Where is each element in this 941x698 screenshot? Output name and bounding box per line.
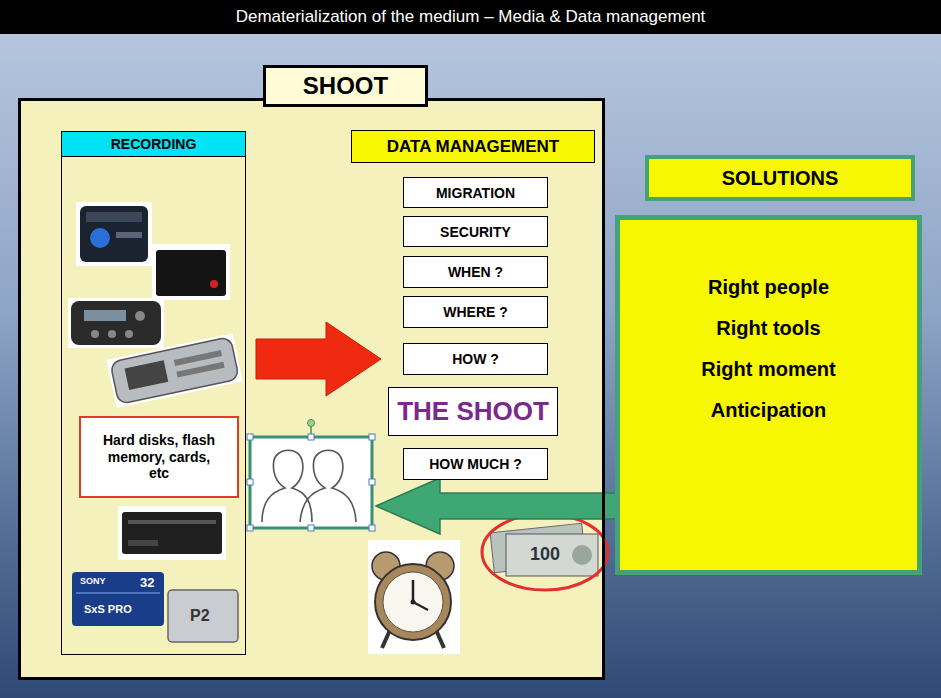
header-text: DATA MANAGEMENT [387, 137, 560, 157]
highlight-ellipse [482, 514, 608, 590]
big-box: THE SHOOT [388, 387, 558, 436]
box-text: WHERE ? [443, 304, 508, 320]
banknote-picture [482, 514, 608, 590]
panel-ground [18, 98, 605, 680]
box-text: HOW ? [452, 351, 499, 367]
card-type-label: P2 [190, 608, 210, 624]
box-box: WHEN ? [403, 256, 548, 288]
big-text: THE SHOOT [397, 396, 549, 427]
solutions-text: SOLUTIONS [722, 167, 839, 190]
header-box: DATA MANAGEMENT [351, 130, 595, 163]
box-text: MIGRATION [436, 185, 515, 201]
people-icon [247, 420, 375, 532]
banknote-value: 100 [530, 545, 560, 563]
box-box: WHERE ? [403, 296, 548, 328]
box-box: HOW ? [403, 343, 548, 375]
portable-recorder-picture [106, 333, 242, 408]
diagram-title: Dematerialization of the medium – Media … [236, 7, 706, 27]
note-text: Hard disks, flash memory, cards, etc [99, 432, 219, 482]
shoot-panel: SHOOTRECORDINGHard disks, flash memory, … [18, 98, 605, 680]
solution-arrow [376, 478, 617, 534]
panel-heading-tab: SHOOT [263, 65, 428, 107]
solution-item: Right tools [620, 317, 917, 340]
capacity-label: 32 [140, 576, 154, 589]
disk-drive-picture [118, 506, 226, 560]
box-text: HOW MUCH ? [429, 456, 522, 472]
drive-picture [152, 244, 230, 300]
solution-item: Right people [620, 276, 917, 299]
solutions-box: SOLUTIONS [645, 155, 915, 201]
memory-card-picture [72, 572, 238, 642]
box-text: SECURITY [440, 224, 511, 240]
brand-label: SONY [80, 577, 106, 586]
recorder-panel-picture [68, 298, 164, 348]
solution-item: Anticipation [620, 399, 917, 422]
note-box: Hard disks, flash memory, cards, etc [79, 416, 239, 498]
flow-arrow [256, 322, 381, 396]
title-bar: Dematerialization of the medium – Media … [0, 0, 941, 34]
solution-item: Right moment [620, 358, 917, 381]
recorder-picture [76, 202, 152, 266]
box-box: SECURITY [403, 216, 548, 247]
card-type-label: SxS PRO [84, 604, 132, 615]
box-text: WHEN ? [448, 264, 503, 280]
column-heading: RECORDING [62, 132, 245, 157]
alarm-clock [368, 540, 460, 654]
list-box: Right peopleRight toolsRight momentAntic… [615, 215, 922, 575]
box-box: HOW MUCH ? [403, 448, 548, 480]
box-box: MIGRATION [403, 177, 548, 208]
